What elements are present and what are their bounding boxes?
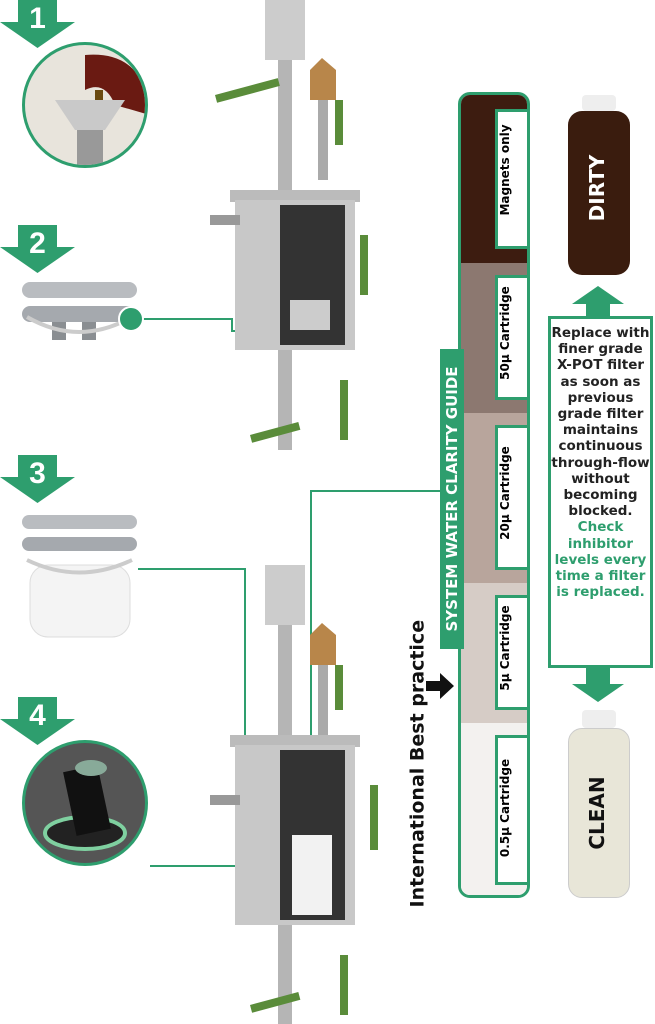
arrow-up-icon <box>572 286 624 318</box>
water-clarity-guide <box>458 92 530 898</box>
clean-bottle: CLEAN <box>568 710 630 898</box>
step-4-installation-photo <box>22 740 148 866</box>
filter-unit-cartridge <box>210 565 378 1024</box>
stage-label: 0.5μ Cartridge <box>498 758 512 858</box>
step-2-manifold-photo <box>22 272 137 342</box>
dirty-label: DIRTY <box>585 154 609 222</box>
stage-label: 50μ Cartridge <box>498 286 512 380</box>
info-text: Replace with finer grade X-POT filter as… <box>551 325 650 520</box>
step-number: 4 <box>29 699 46 732</box>
step-number: 1 <box>29 2 46 35</box>
arrow-down-icon <box>572 668 624 702</box>
dirty-bottle: DIRTY <box>568 95 630 275</box>
stage-label: Magnets only <box>498 124 512 216</box>
step-3-cartridge-photo <box>22 505 137 640</box>
stage-label: 20μ Cartridge <box>498 446 512 540</box>
step-number: 2 <box>29 227 46 260</box>
replacement-info-box: Replace with finer grade X-POT filter as… <box>548 316 653 668</box>
step-number: 3 <box>29 457 46 490</box>
step-3-arrow: 3 <box>0 455 75 503</box>
clean-label: CLEAN <box>585 776 609 850</box>
step-1-arrow: 1 <box>0 0 75 48</box>
step-2-arrow: 2 <box>0 225 75 273</box>
guide-title: SYSTEM WATER CLARITY GUIDE <box>440 349 464 649</box>
info-highlight: Check inhibitor levels every time a filt… <box>554 519 647 601</box>
connector-dot <box>118 306 144 332</box>
stage-label: 5μ Cartridge <box>498 605 512 691</box>
filter-unit-magnets <box>210 0 368 450</box>
step-1-pouring-photo <box>22 42 148 168</box>
step-4-arrow: 4 <box>0 697 75 745</box>
arrow-right-icon <box>426 673 454 699</box>
